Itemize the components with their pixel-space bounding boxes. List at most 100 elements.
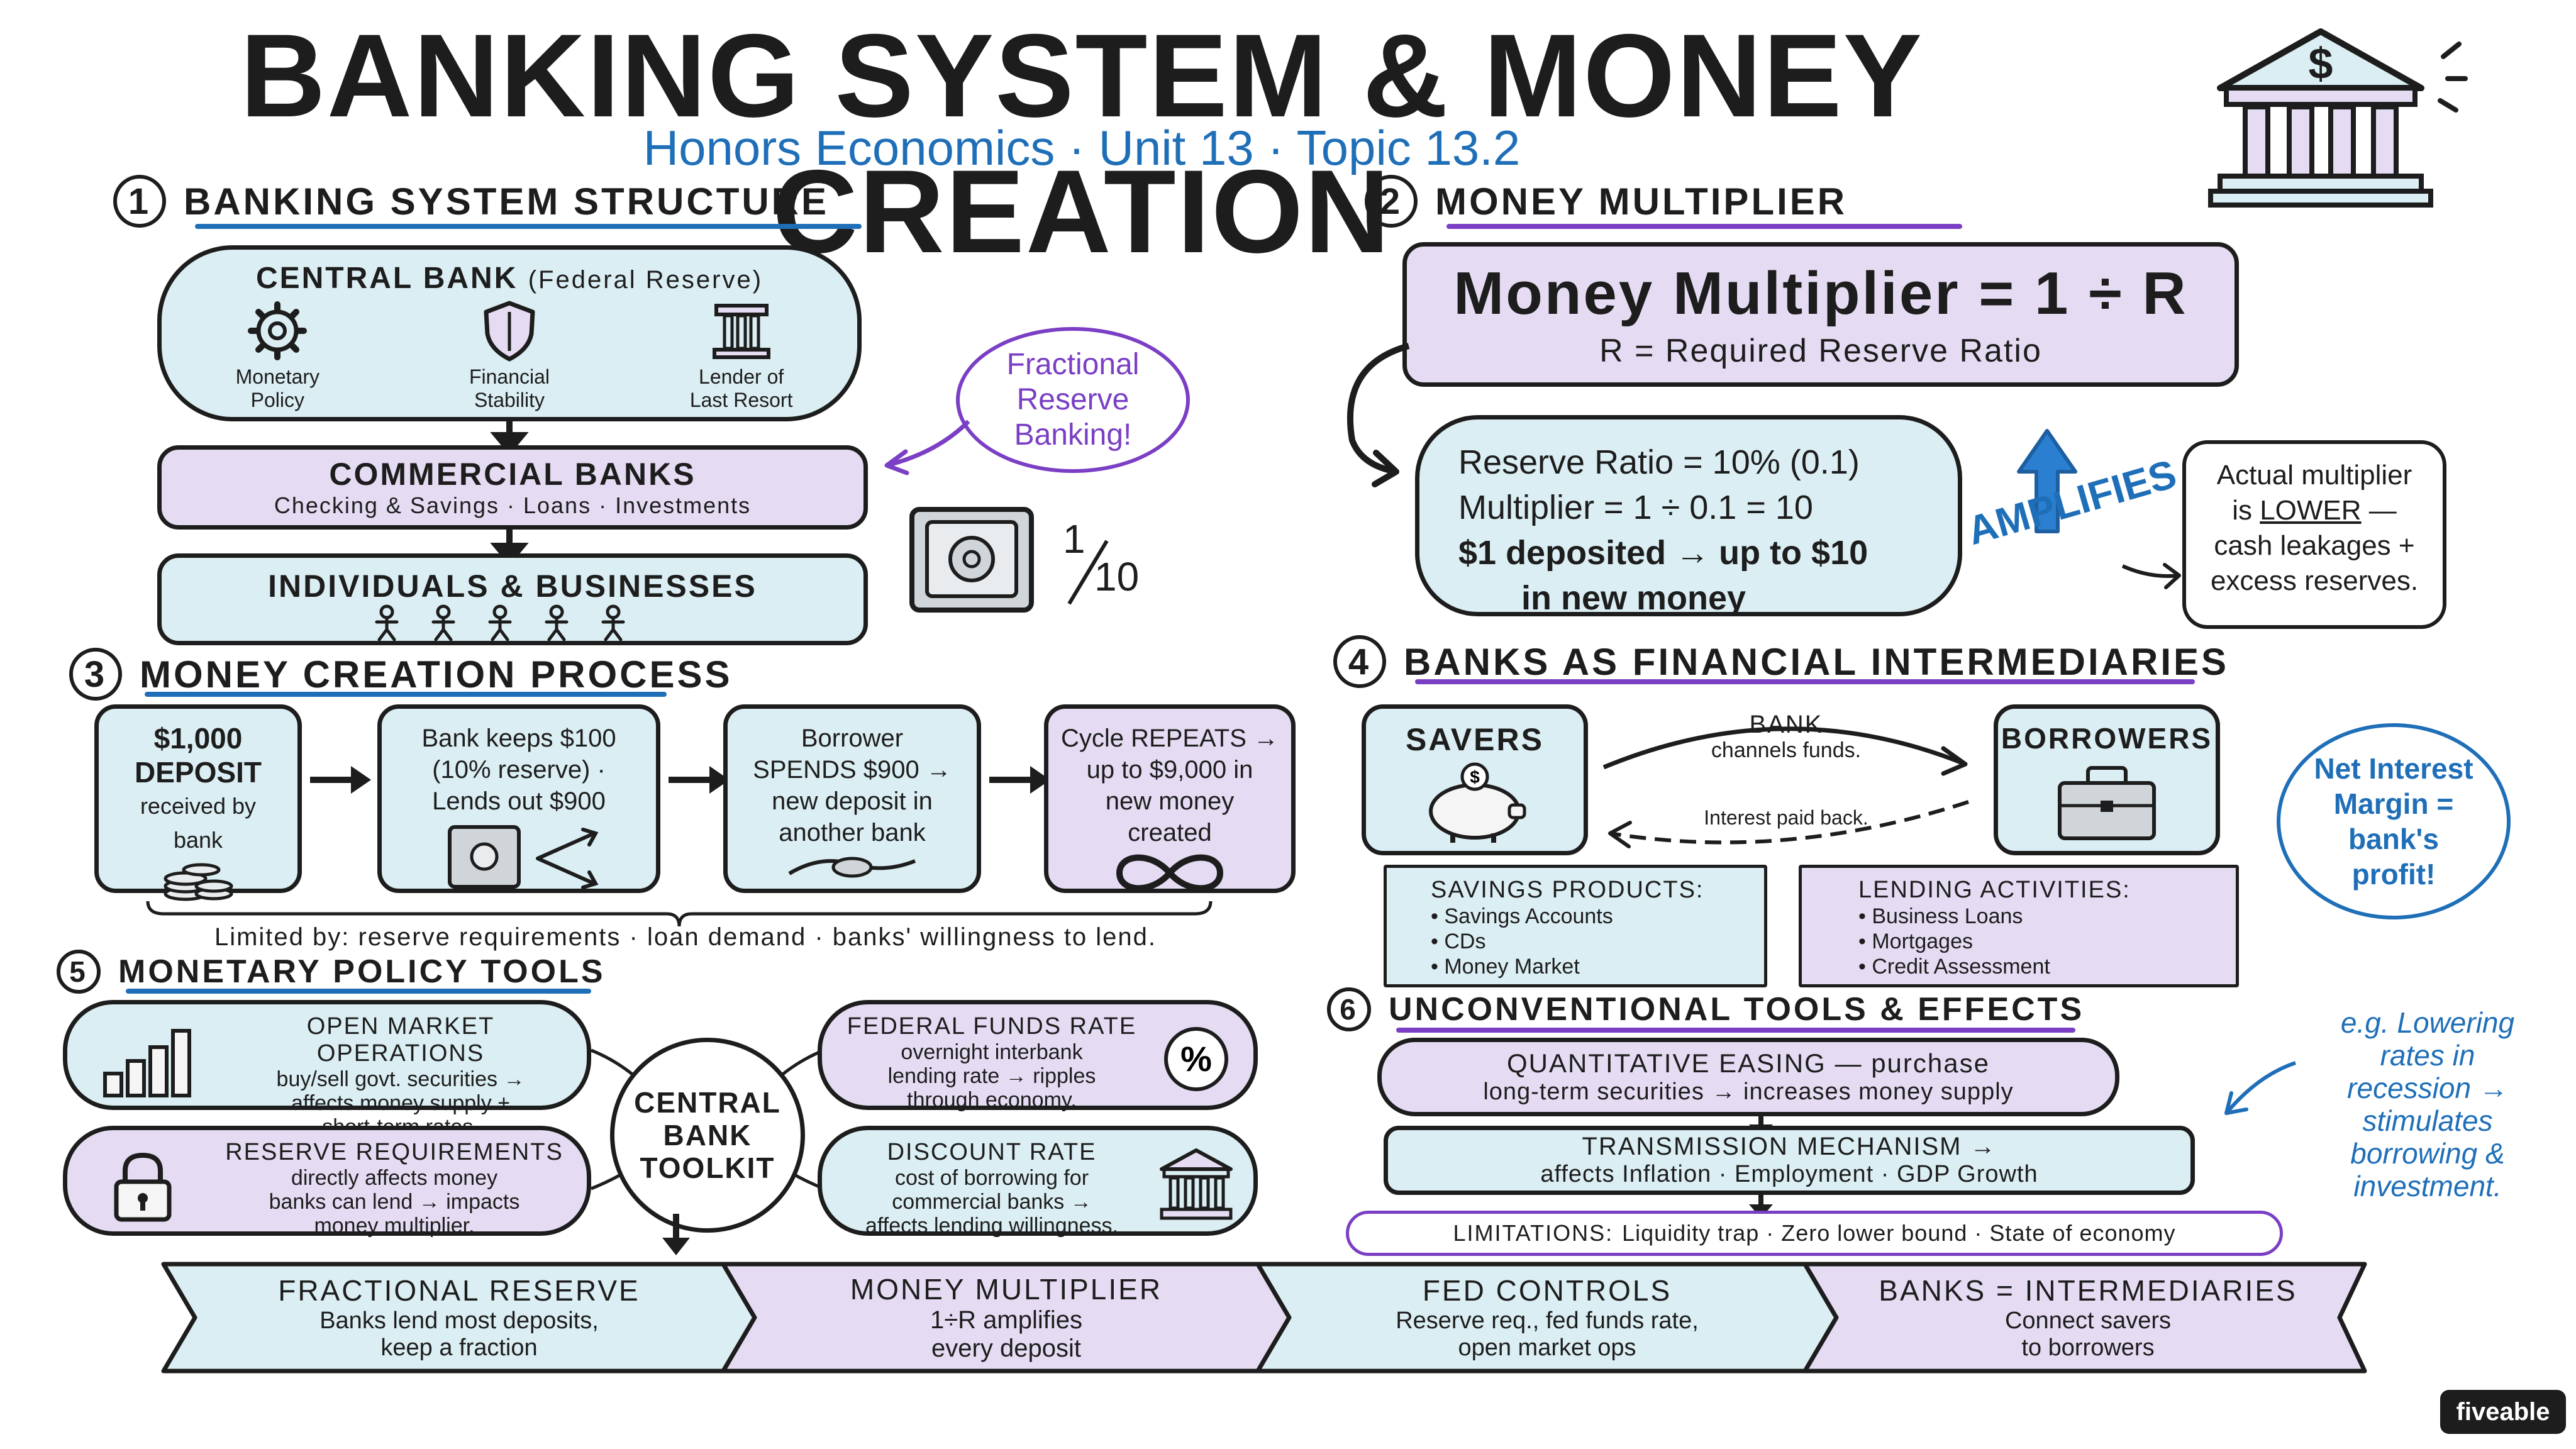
summary-line: Banks lend most deposits, [319, 1307, 599, 1334]
arrow-down-icon [490, 418, 529, 455]
lending-list: • Business Loans • Mortgages • Credit As… [1858, 904, 2050, 979]
note-line: investment. [2353, 1170, 2502, 1202]
multiplier-example-cloud: Reserve Ratio = 10% (0.1) Multiplier = 1… [1415, 415, 1962, 617]
tool-line: overnight interbank [901, 1040, 1083, 1064]
rr-title: RESERVE REQUIREMENTS [225, 1139, 564, 1165]
borrowers-box: BORROWERS [1994, 704, 2220, 855]
savings-list: • Savings Accounts • CDs • Money Market [1431, 904, 1613, 979]
limitations-text: Liquidity trap · Zero lower bound · Stat… [1622, 1220, 2176, 1246]
example-line: in new money [1521, 579, 1746, 617]
section-underline [145, 692, 667, 697]
process-step-2: Bank keeps $100 (10% reserve) · Lends ou… [377, 704, 660, 893]
section-number: 5 [57, 950, 101, 994]
fraction-numerator: 1 [1063, 516, 1085, 562]
piggy-bank-icon: $ [1429, 762, 1526, 843]
curved-arrow-icon [1346, 343, 1410, 487]
section-title: MONETARY POLICY TOOLS [118, 953, 606, 990]
section-title: MONEY CREATION PROCESS [140, 653, 733, 696]
commercial-banks-box: COMMERCIAL BANKS Checking & Savings · Lo… [157, 445, 868, 530]
item-label: Stability [474, 389, 545, 411]
list-item: Credit Assessment [1872, 955, 2050, 979]
up-arrow-icon [2017, 429, 2077, 533]
tool-line: affects money supply + [291, 1091, 511, 1115]
item-label: Monetary [235, 365, 320, 388]
lending-title: LENDING ACTIVITIES: [1858, 877, 2131, 903]
note-line: excess reserves. [2210, 565, 2419, 596]
summary-line: open market ops [1458, 1335, 1636, 1361]
people-icon [375, 604, 625, 641]
commercial-banks-title: COMMERCIAL BANKS [329, 457, 696, 492]
tm-line: TRANSMISSION MECHANISM → [1582, 1133, 1997, 1160]
example-line: Reserve Ratio = 10% (0.1) [1458, 443, 1860, 481]
actual-multiplier-note: Actual multiplier is LOWER — cash leakag… [2182, 440, 2446, 629]
toolkit-line: CENTRAL [634, 1086, 781, 1119]
summary-line: Reserve req., fed funds rate, [1396, 1307, 1699, 1334]
note-line: borrowing & [2350, 1137, 2505, 1170]
process-step-1: $1,000 DEPOSIT received by bank [94, 704, 302, 901]
omo-box: OPEN MARKET OPERATIONS buy/sell govt. se… [63, 1000, 591, 1139]
step-line: Lends out $900 [432, 787, 606, 815]
callout-line: bank's [2348, 823, 2439, 855]
process-step-3: Borrower SPENDS $900 → new deposit in an… [723, 704, 981, 893]
gear-icon [248, 301, 308, 360]
pillar-icon [712, 304, 770, 359]
list-item: Business Loans [1872, 904, 2023, 928]
section-number: 4 [1333, 635, 1386, 688]
summary-line: keep a fraction [380, 1335, 538, 1361]
section-5-header: 5 MONETARY POLICY TOOLS [57, 950, 606, 994]
note-line: recession → [2347, 1072, 2508, 1104]
step-line: another bank [779, 819, 926, 847]
fiveable-logo: fiveable [2440, 1390, 2566, 1434]
savings-title: SAVINGS PRODUCTS: [1431, 877, 1704, 903]
individuals-box: INDIVIDUALS & BUSINESSES [157, 553, 868, 645]
central-bank-title: CENTRAL BANK [255, 262, 518, 295]
briefcase-icon [2058, 766, 2156, 840]
tool-line: money multiplier. [314, 1214, 475, 1238]
bracket-icon [146, 901, 1213, 927]
lending-activities-box: LENDING ACTIVITIES: • Business Loans • M… [1799, 865, 2239, 987]
section-title: BANKS AS FINANCIAL INTERMEDIARIES [1404, 640, 2229, 683]
arrow-right-icon [310, 766, 371, 794]
svg-text:%: % [1180, 1039, 1212, 1079]
formula-text: Money Multiplier = 1 ÷ R [1453, 260, 2188, 327]
item-label: Financial [469, 365, 550, 388]
tool-line: lending rate → ripples [887, 1064, 1096, 1088]
step-line: (10% reserve) · [432, 756, 606, 784]
step-line: created [1128, 819, 1212, 847]
transmission-box: TRANSMISSION MECHANISM → affects Inflati… [1384, 1126, 2195, 1195]
page-subtitle: Honors Economics · Unit 13 · Topic 13.2 [643, 120, 1521, 175]
qe-cloud: QUANTITATIVE EASING — purchase long-term… [1377, 1038, 2119, 1116]
summary-item-intermediaries: BANKS = INTERMEDIARIES Connect savers to… [1836, 1264, 2340, 1371]
section-number: 1 [113, 175, 166, 228]
section-underline [1396, 1028, 2075, 1033]
central-bank-toolkit: CENTRAL BANK TOOLKIT [610, 1038, 805, 1233]
summary-item-money-multiplier: MONEY MULTIPLIER 1÷R amplifies every dep… [755, 1264, 1258, 1371]
process-step-4: Cycle REPEATS → up to $9,000 in new mone… [1044, 704, 1296, 893]
toolkit-line: TOOLKIT [640, 1152, 775, 1184]
step-line: new money [1105, 787, 1235, 815]
tool-line: affects lending willingness. [865, 1214, 1118, 1238]
step-line: $1,000 [153, 722, 243, 755]
tool-line: through economy. [907, 1088, 1077, 1112]
percent-icon: % [1164, 1027, 1228, 1091]
summary-line: every deposit [931, 1335, 1081, 1362]
section-number: 3 [69, 648, 122, 701]
summary-line: Connect savers [2004, 1307, 2171, 1334]
qe-line: long-term securities → increases money s… [1483, 1079, 2014, 1105]
bank-icon [1160, 1148, 1233, 1220]
summary-ribbon-shapes [161, 1262, 2367, 1374]
list-item: Mortgages [1872, 930, 1973, 953]
note-line: is [2232, 495, 2260, 526]
summary-title: MONEY MULTIPLIER [850, 1273, 1163, 1306]
summary-title: FRACTIONAL RESERVE [278, 1274, 640, 1307]
section-underline [1446, 224, 1962, 229]
section-title: MONEY MULTIPLIER [1435, 180, 1848, 223]
limit-text: Limited by: reserve requirements · loan … [214, 923, 1157, 951]
note-emphasis: LOWER [2260, 495, 2362, 526]
item-label: Lender of [699, 365, 784, 388]
step-line: Cycle REPEATS → [1061, 724, 1279, 752]
svg-text:$: $ [1470, 767, 1480, 787]
note-line: — [2361, 495, 2397, 526]
step-line: new deposit in [772, 787, 933, 815]
callout-arrow-icon [884, 419, 970, 475]
